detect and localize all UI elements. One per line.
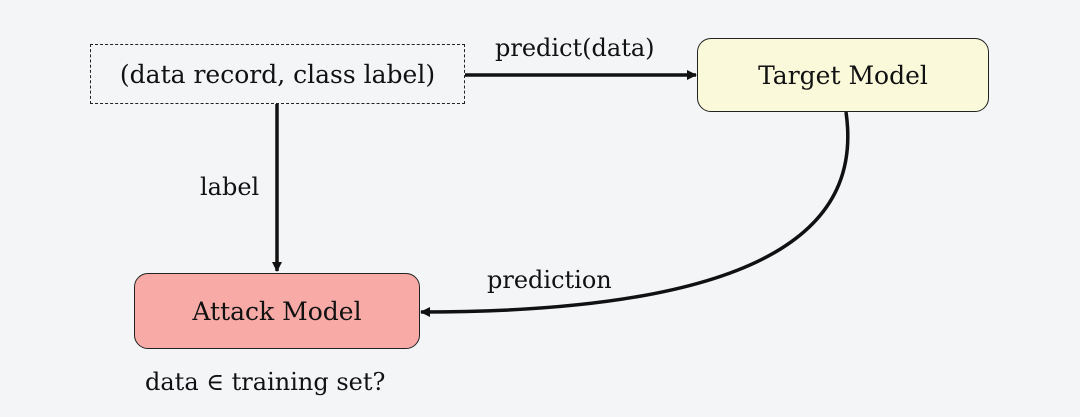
input-record-label: (data record, class label) [119,59,436,89]
membership-question-caption: data ∈ training set? [145,368,386,396]
prediction-edge-label: prediction [487,266,612,294]
input-record-node: (data record, class label) [90,44,465,104]
target-model-node: Target Model [697,38,989,112]
predict-edge-label: predict(data) [495,34,655,62]
attack-model-node: Attack Model [134,273,420,349]
target-model-label: Target Model [758,60,928,90]
attack-model-label: Attack Model [192,296,362,326]
label-edge-label: label [200,173,260,201]
edge-target-to-attack [420,111,850,317]
